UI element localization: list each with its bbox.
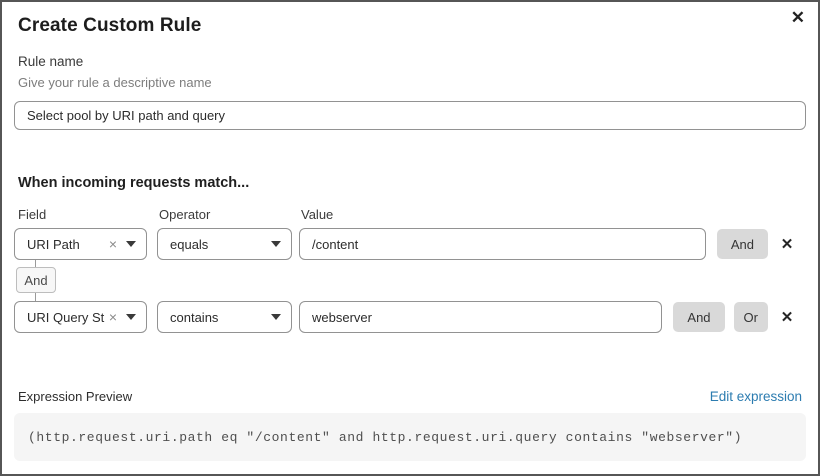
rule-name-label: Rule name bbox=[18, 54, 84, 69]
close-icon[interactable]: ✕ bbox=[790, 8, 805, 27]
operator-select-value: equals bbox=[170, 236, 209, 252]
value-input[interactable] bbox=[299, 301, 663, 333]
field-column-label: Field bbox=[18, 207, 47, 222]
operator-column-label: Operator bbox=[159, 207, 211, 222]
rule-name-help: Give your rule a descriptive name bbox=[18, 75, 212, 90]
connector-line bbox=[35, 293, 36, 301]
connector-and-chip[interactable]: And bbox=[16, 267, 56, 293]
field-select-value: URI Path bbox=[27, 236, 80, 252]
expression-preview-code: (http.request.uri.path eq "/content" and… bbox=[14, 413, 806, 461]
add-or-condition-button[interactable]: Or bbox=[733, 302, 768, 332]
dialog-title: Create Custom Rule bbox=[18, 15, 202, 36]
rule-name-input[interactable] bbox=[14, 101, 806, 130]
remove-condition-icon[interactable]: ✕ bbox=[768, 308, 806, 326]
clear-selection-icon[interactable]: × bbox=[108, 236, 117, 252]
field-select-value: URI Query St... bbox=[27, 309, 105, 325]
value-column-label: Value bbox=[301, 207, 334, 222]
chevron-down-icon bbox=[271, 314, 281, 320]
condition-row-1: URI Path × equals And ✕ bbox=[14, 228, 806, 260]
field-select[interactable]: URI Path × bbox=[14, 228, 147, 260]
chevron-down-icon bbox=[126, 241, 136, 247]
connector-line bbox=[35, 260, 36, 267]
operator-select[interactable]: contains bbox=[157, 301, 292, 333]
condition-row-2: URI Query St... × contains And Or ✕ bbox=[14, 301, 806, 333]
chevron-down-icon bbox=[126, 314, 136, 320]
field-select[interactable]: URI Query St... × bbox=[14, 301, 147, 333]
expression-preview-label: Expression Preview bbox=[18, 389, 133, 404]
match-section-heading: When incoming requests match... bbox=[18, 175, 250, 191]
edit-expression-link[interactable]: Edit expression bbox=[709, 389, 802, 404]
condition-connector: And bbox=[14, 260, 806, 301]
value-input[interactable] bbox=[299, 228, 706, 260]
chevron-down-icon bbox=[271, 241, 281, 247]
condition-column-labels: Field Operator Value bbox=[18, 207, 802, 222]
clear-selection-icon[interactable]: × bbox=[108, 309, 117, 325]
add-and-condition-button[interactable]: And bbox=[673, 302, 725, 332]
remove-condition-icon[interactable]: ✕ bbox=[768, 235, 806, 253]
add-and-condition-button[interactable]: And bbox=[716, 229, 768, 259]
operator-select[interactable]: equals bbox=[157, 228, 292, 260]
operator-select-value: contains bbox=[170, 309, 219, 325]
